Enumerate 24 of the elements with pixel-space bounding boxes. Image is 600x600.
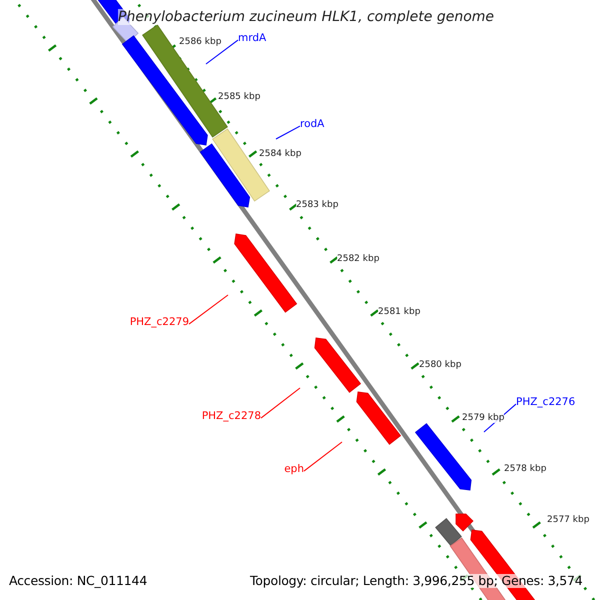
scale-label: 2580 kbp xyxy=(419,360,462,370)
scale-label: 2584 kbp xyxy=(259,149,302,160)
scale-label: 2586 kbp xyxy=(179,37,222,48)
gene-label: PHZ_c2279 xyxy=(130,316,189,328)
leader-line xyxy=(276,126,300,140)
scale-label: 2583 kbp xyxy=(296,200,338,210)
title: Phenylobacterium zucineum HLK1, complete genome xyxy=(118,9,494,26)
leader-line xyxy=(260,388,300,419)
scale-label: 2578 kbp xyxy=(504,464,546,474)
scale-label: 2581 kbp xyxy=(378,307,420,318)
gene-label: eph xyxy=(284,463,304,475)
scale-label: 2577 kbp xyxy=(547,515,590,526)
scale-label: 2579 kbp xyxy=(462,413,504,424)
gene-label: mrdA xyxy=(238,32,266,44)
leader-line xyxy=(304,442,342,472)
footer-text: Accession: NC_011144 xyxy=(9,574,148,588)
footer-text: Topology: circular; Length: 3,996,255 bp; Genes: 3,574 xyxy=(250,574,583,588)
gene-label: PHZ_c2276 xyxy=(516,396,576,408)
scale-label: 2582 kbp xyxy=(337,254,380,264)
scale-label: 2585 kbp xyxy=(218,92,260,102)
leader-line xyxy=(188,294,228,325)
gene-label: rodA xyxy=(300,118,324,130)
leader-line xyxy=(206,40,238,64)
gene-label: PHZ_c2278 xyxy=(202,410,261,422)
